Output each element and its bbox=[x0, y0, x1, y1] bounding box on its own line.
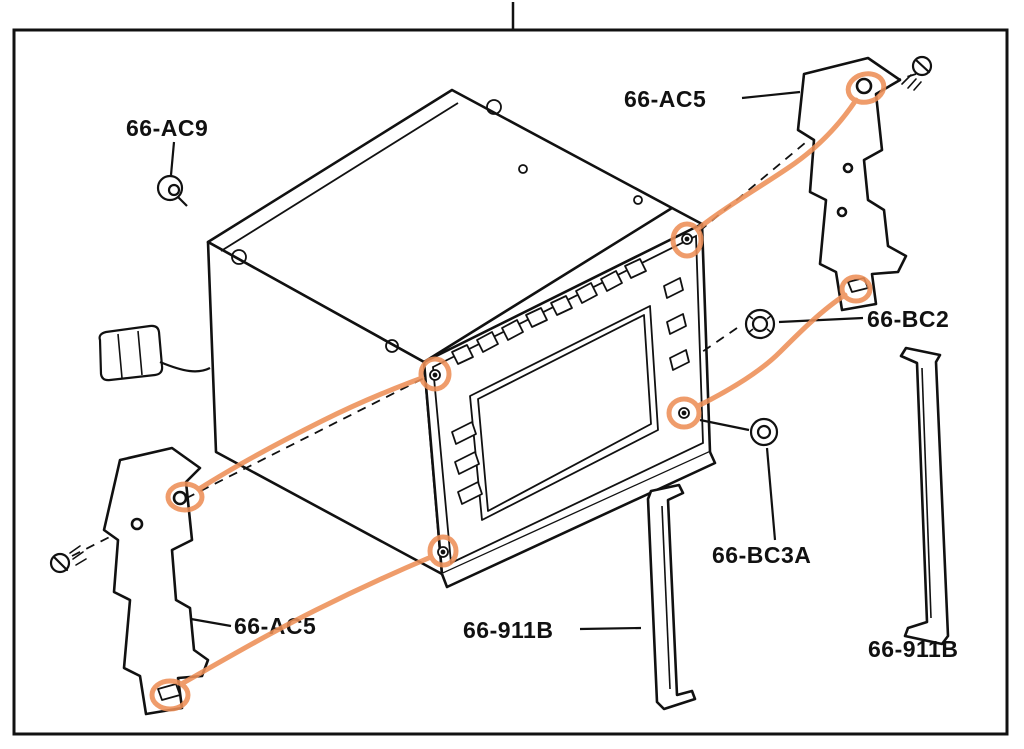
label-66-AC5-top: 66-AC5 bbox=[624, 86, 706, 112]
side-rails bbox=[646, 346, 950, 711]
connector-pins bbox=[117, 330, 143, 379]
annotation-link-mid-right bbox=[695, 292, 848, 409]
top-screw-hole bbox=[231, 249, 247, 265]
panel-button bbox=[575, 282, 598, 304]
top-screw-hole bbox=[518, 164, 528, 174]
leader-66-AC5-top bbox=[741, 90, 801, 100]
rail-center-ridge bbox=[661, 505, 671, 690]
annotation-circle-bracket-tr bbox=[845, 71, 887, 105]
screws bbox=[49, 55, 933, 574]
panel-button bbox=[663, 277, 684, 299]
top-screw-hole bbox=[385, 339, 399, 353]
bracket-tab bbox=[157, 683, 181, 701]
bracket-right-body bbox=[796, 56, 908, 312]
annotation-circle-unit-br bbox=[666, 396, 702, 430]
grommet-66-AC9 bbox=[156, 174, 188, 207]
top-screw-hole bbox=[633, 195, 643, 205]
mount-hole-dot bbox=[681, 410, 687, 416]
annotation-circle-unit-tl bbox=[418, 356, 452, 392]
connector-wire bbox=[159, 360, 211, 373]
panel-button bbox=[669, 349, 690, 371]
grommet-66-BC3A bbox=[749, 417, 779, 447]
wiring-connector bbox=[98, 324, 211, 382]
leader-66-BC3A bbox=[765, 447, 777, 541]
unit-top-right-edge bbox=[671, 206, 703, 226]
annotation-link-top-right bbox=[696, 97, 859, 231]
rail-right bbox=[899, 346, 950, 646]
annotation-circle-unit-tr bbox=[670, 221, 704, 259]
annotation-circle-bracket-tl bbox=[165, 481, 205, 513]
screw-slot bbox=[914, 58, 931, 74]
grommet-center bbox=[167, 183, 181, 197]
label-66-BC2: 66-BC2 bbox=[867, 306, 949, 332]
label-66-BC3A: 66-BC3A bbox=[712, 542, 811, 568]
label-66-AC9: 66-AC9 bbox=[126, 115, 208, 141]
top-screw-hole bbox=[486, 99, 502, 115]
leader-lines bbox=[169, 90, 864, 631]
screw-threads bbox=[901, 74, 922, 91]
grommet-stem bbox=[177, 196, 188, 207]
screw-bottom-left bbox=[49, 545, 87, 574]
panel-button bbox=[476, 331, 499, 353]
leader-66-AC9 bbox=[169, 141, 176, 176]
label-66-911B-center: 66-911B bbox=[463, 617, 553, 643]
diagram-border bbox=[12, 28, 1009, 736]
front-panel-controls bbox=[429, 233, 693, 558]
knob-center bbox=[751, 315, 769, 333]
rail-right-ridge bbox=[921, 367, 932, 619]
mount-hole-dot bbox=[684, 236, 690, 242]
annotation-link-bottom-left bbox=[180, 554, 434, 686]
leader-66-911B-center bbox=[579, 626, 642, 631]
top-seam-line bbox=[220, 102, 459, 252]
small-parts bbox=[156, 174, 779, 447]
grommet-center bbox=[756, 424, 772, 440]
panel-button bbox=[666, 313, 687, 335]
bracket-left bbox=[102, 446, 210, 716]
knob-knurl bbox=[747, 314, 773, 334]
label-66-911B-right: 66-911B bbox=[868, 636, 958, 662]
panel-button bbox=[501, 319, 524, 341]
screw-slot bbox=[52, 555, 69, 572]
rail-center bbox=[646, 483, 697, 711]
part-labels: 66-AC9 66-AC5 66-BC2 66-BC3A 66-911B 66-… bbox=[126, 86, 958, 662]
bracket-hole bbox=[842, 162, 854, 174]
panel-button bbox=[451, 421, 477, 445]
panel-button bbox=[451, 344, 474, 365]
panel-bottom-thickness bbox=[440, 451, 717, 589]
panel-button bbox=[454, 451, 480, 475]
annotation-link-top-left bbox=[196, 375, 425, 492]
panel-button bbox=[624, 258, 647, 279]
annotation-circle-bracket-tab-r bbox=[839, 274, 873, 304]
bracket-hole bbox=[855, 77, 873, 95]
annotation-circle-unit-bl bbox=[427, 534, 459, 568]
mount-hole-dot bbox=[432, 372, 438, 378]
bracket-hole bbox=[172, 490, 188, 506]
knob-66-BC2 bbox=[744, 308, 776, 340]
dashed-line bbox=[701, 327, 738, 353]
panel-button bbox=[525, 307, 548, 328]
part-link-line bbox=[699, 418, 750, 432]
orange-annotations bbox=[149, 71, 887, 712]
leader-66-AC5-bottom bbox=[190, 617, 232, 628]
bracket-hole bbox=[130, 517, 144, 531]
annotation-circle-bracket-tab-l bbox=[149, 678, 191, 712]
display-screen-inner bbox=[477, 314, 652, 512]
screw-top-right bbox=[901, 55, 933, 91]
bracket-right bbox=[796, 56, 908, 312]
connector-plug bbox=[98, 324, 164, 382]
panel-button bbox=[600, 270, 623, 292]
bracket-left-body bbox=[102, 446, 210, 716]
mount-hole-dot bbox=[440, 549, 446, 555]
leader-66-BC2 bbox=[778, 316, 864, 324]
bracket-hole bbox=[836, 206, 848, 218]
panel-button bbox=[550, 295, 573, 316]
panel-button bbox=[457, 481, 483, 505]
frame bbox=[12, 2, 1009, 736]
screw-threads bbox=[69, 545, 87, 566]
